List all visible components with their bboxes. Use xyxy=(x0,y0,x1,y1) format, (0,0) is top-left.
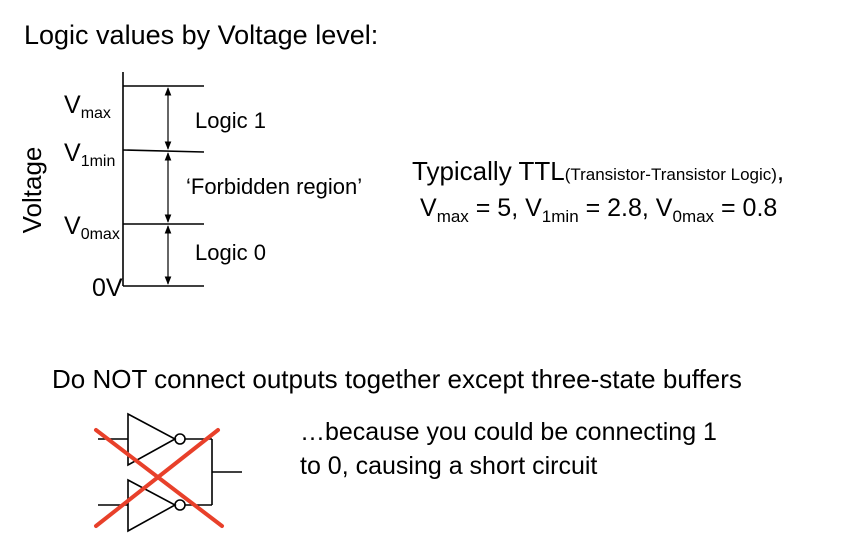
inverter-buffer-top xyxy=(98,412,212,467)
zero-volt-label: 0V xyxy=(92,274,123,302)
cause-text-line1: …because you could be connecting 1 xyxy=(300,418,717,446)
warning-text: Do NOT connect outputs together except t… xyxy=(52,364,742,394)
logic0-label: Logic 0 xyxy=(195,240,266,265)
cause-text-line2: to 0, causing a short circuit xyxy=(300,452,598,480)
inverter-buffer-bottom xyxy=(98,478,212,533)
prohibited-cross xyxy=(94,428,224,528)
v1min-level-line xyxy=(122,149,205,153)
joined-outputs-wire xyxy=(211,439,242,505)
page-title: Logic values by Voltage level: xyxy=(24,20,379,50)
vmax-label: Vmax xyxy=(64,91,111,122)
ttl-heading: Typically TTL(Transistor-Transistor Logi… xyxy=(412,156,785,186)
v1min-label: V1min xyxy=(64,139,116,170)
ttl-values: Vmax = 5, V1min = 2.8, V0max = 0.8 xyxy=(420,194,778,226)
logic1-label: Logic 1 xyxy=(195,108,266,133)
v0max-label: V0max xyxy=(64,212,120,243)
forbidden-region-label: ‘Forbidden region’ xyxy=(186,174,363,199)
